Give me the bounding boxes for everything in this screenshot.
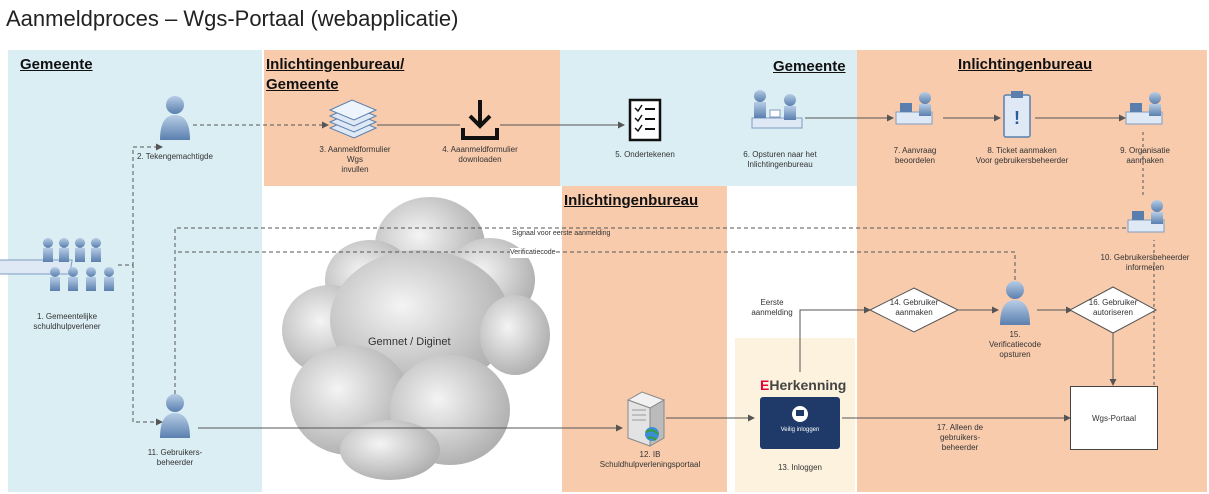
step-10-line2: informeren bbox=[1125, 263, 1165, 272]
zone-ib-gemeente bbox=[264, 50, 560, 186]
step-7-line1: 7. Aanvraag bbox=[893, 146, 937, 155]
eherkenning-login-button[interactable]: Veilig inloggen bbox=[760, 397, 840, 449]
step-14-line1: 14. Gebruiker bbox=[889, 298, 939, 307]
eherkenning-logo-e: E bbox=[760, 377, 770, 393]
step-4-line2: downloaden bbox=[458, 155, 502, 164]
step-6-line2: Inlichtingenbureau bbox=[747, 160, 813, 169]
eherkenning-logo: EHerkenning bbox=[760, 377, 846, 393]
step-17-line1: 17. Alleen de bbox=[936, 423, 984, 432]
step-3-label: 3. Aanmeldformulier Wgs invullen bbox=[305, 145, 405, 175]
step-3-line2: Wgs bbox=[347, 155, 363, 164]
zone-white-gap bbox=[855, 338, 857, 492]
decision-14-diamond bbox=[868, 287, 960, 333]
zone-title-ib-right: Inlichtingenbureau bbox=[958, 56, 1093, 73]
step-8-line1: 8. Ticket aanmaken bbox=[987, 146, 1057, 155]
step-11-line1: 11. Gebruikers- bbox=[147, 448, 203, 457]
edge-label-eerste-aanmelding: Eerste aanmelding bbox=[747, 298, 797, 318]
desk-worker-icon-10 bbox=[1127, 200, 1165, 233]
step-15-line3: opsturen bbox=[999, 350, 1031, 359]
zone-title-ib-gemeente-line1: Inlichtingenbureau/ bbox=[266, 56, 405, 73]
desk-worker-icon-7 bbox=[895, 92, 933, 125]
step-12-line1: 12. IB bbox=[639, 450, 661, 459]
meeting-icon bbox=[751, 90, 803, 129]
step-1-line2: schuldhulpverlener bbox=[33, 322, 101, 331]
edge-label-eerste-line1: Eerste bbox=[760, 298, 784, 307]
step-15-line2: Verificatiecode bbox=[988, 340, 1042, 349]
step-16-label: 16. Gebruiker autoriseren bbox=[1080, 298, 1146, 318]
step-8-label: 8. Ticket aanmaken Voor gebruikersbeheer… bbox=[967, 146, 1077, 166]
network-cloud bbox=[282, 197, 550, 480]
eherkenning-logo-text: Herkenning bbox=[769, 377, 847, 393]
step-10-label: 10. Gebruikersbeheerder informeren bbox=[1090, 253, 1200, 273]
wgs-portaal-box: Wgs-Portaal bbox=[1070, 386, 1158, 450]
step-14-line2: aanmaken bbox=[895, 308, 933, 317]
step-1-line1: 1. Gemeentelijke bbox=[36, 312, 98, 321]
download-icon bbox=[461, 100, 499, 140]
eherkenning-button-label: Veilig inloggen bbox=[780, 427, 820, 433]
zone-title-gemeente-mid: Gemeente bbox=[773, 58, 846, 75]
step-11-line2: beheerder bbox=[156, 458, 194, 467]
edge-label-eerste-line2: aanmelding bbox=[751, 308, 793, 317]
desk-worker-icon-9 bbox=[1125, 92, 1163, 125]
step-5-label: 5. Ondertekenen bbox=[615, 150, 675, 159]
step-4-line1: 4. Aaanmeldformulier bbox=[442, 145, 518, 154]
step-6-label: 6. Opsturen naar het Inlichtingenbureau bbox=[730, 150, 830, 170]
step-3-line3: invullen bbox=[341, 165, 369, 174]
group-people-icon bbox=[0, 238, 114, 291]
step-7-label: 7. Aanvraag beoordelen bbox=[880, 146, 950, 166]
monitor-icon bbox=[792, 406, 808, 422]
person-icon-2 bbox=[160, 96, 190, 140]
step-4-label: 4. Aaanmeldformulier downloaden bbox=[425, 145, 535, 165]
step-13-label: 13. Inloggen bbox=[777, 463, 823, 472]
step-14-label: 14. Gebruiker aanmaken bbox=[880, 298, 948, 318]
step-12-line2: Schuldhulpverleningsportaal bbox=[599, 460, 701, 469]
step-3-line1: 3. Aanmeldformulier bbox=[319, 145, 391, 154]
person-icon-15 bbox=[1000, 281, 1030, 325]
svg-text:!: ! bbox=[1014, 108, 1020, 128]
zone-title-gemeente-left: Gemeente bbox=[20, 56, 93, 73]
forms-stack-icon bbox=[328, 99, 378, 139]
edge-label-verificatiecode: Verificatiecode bbox=[510, 248, 556, 258]
step-17-label: 17. Alleen de gebruikers- beheerder bbox=[925, 423, 995, 453]
step-10-line1: 10. Gebruikersbeheerder bbox=[1100, 253, 1190, 262]
ticket-icon: ! bbox=[1003, 91, 1031, 138]
checklist-icon bbox=[628, 98, 662, 142]
step-12-label: 12. IB Schuldhulpverleningsportaal bbox=[585, 450, 715, 470]
step-17-line3: beheerder bbox=[941, 443, 979, 452]
step-1-label: 1. Gemeentelijke schuldhulpverlener bbox=[20, 312, 114, 332]
step-16-line2: autoriseren bbox=[1092, 308, 1134, 317]
zone-title-ib-gemeente-line2: Gemeente bbox=[266, 76, 339, 93]
zone-title-ib-mid: Inlichtingenbureau bbox=[564, 192, 699, 209]
step-6-line1: 6. Opsturen naar het bbox=[743, 150, 817, 159]
step-11-label: 11. Gebruikers- beheerder bbox=[135, 448, 215, 468]
step-7-line2: beoordelen bbox=[894, 156, 936, 165]
decision-16-diamond bbox=[1068, 286, 1158, 334]
step-9-line1: 9. Organisatie bbox=[1120, 146, 1170, 155]
step-9-line2: aanmaken bbox=[1126, 156, 1164, 165]
step-15-label: 15. Verificatiecode opsturen bbox=[975, 330, 1055, 360]
step-9-label: 9. Organisatie aanmaken bbox=[1110, 146, 1180, 166]
page-title: Aanmeldproces – Wgs-Portaal (webapplicat… bbox=[6, 6, 459, 31]
step-15-line1: 15. bbox=[1009, 330, 1021, 339]
step-2-label: 2. Tekengemachtigde bbox=[137, 152, 213, 161]
step-17-line2: gebruikers- bbox=[939, 433, 980, 442]
cloud-label: Gemnet / Diginet bbox=[368, 336, 451, 348]
person-icon-11 bbox=[160, 394, 190, 438]
step-16-line1: 16. Gebruiker bbox=[1088, 298, 1138, 307]
step-8-line2: Voor gebruikersbeheerder bbox=[975, 156, 1069, 165]
edge-label-signaal: Signaal voor eerste aanmelding bbox=[512, 230, 611, 237]
server-icon bbox=[626, 391, 666, 447]
